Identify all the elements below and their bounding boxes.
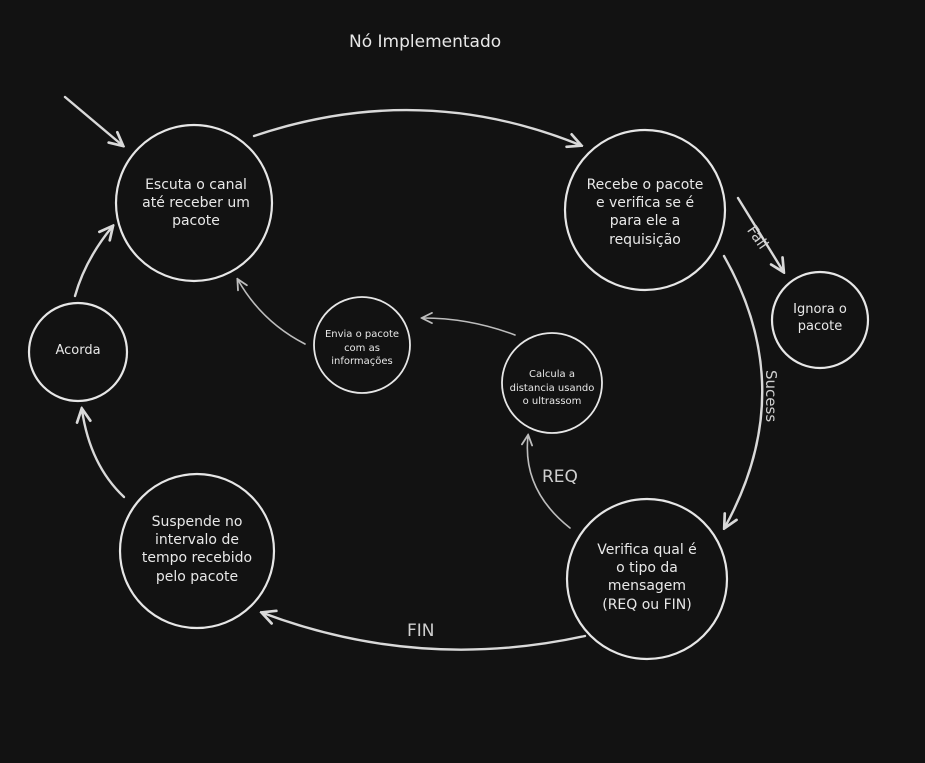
node-wake-circle [27,301,129,403]
node-ignore-circle [770,270,870,370]
edge-label-sucess: Sucess [762,370,780,423]
edge-req [527,436,571,529]
node-verify-circle [565,497,729,661]
node-verify-label: Verifica qual é o tipo da mensagem (REQ … [597,542,697,613]
node-listen-circle [114,123,274,283]
edge-calc-to-send [423,318,516,336]
node-listen-label: Escuta o canal até receber um pacote [142,177,250,230]
diagram-title: Nó Implementado [349,32,502,52]
edge-fail [736,196,783,271]
node-suspend-circle [118,472,276,630]
edge-wake-to-listen [73,227,112,298]
node-send-label: Envia o pacote com as informações [324,329,400,367]
edge-sucess [724,254,764,527]
edge-send-to-listen [238,280,306,345]
node-receive-circle [563,128,727,292]
node-wake-label: Acorda [55,343,101,358]
node-calc-circle [501,332,603,434]
node-send-circle [313,296,411,394]
node-calc-label: Calcula a distancia usando o ultrassom [509,369,595,407]
node-ignore-label: Ignora o pacote [793,302,847,334]
edge-suspend-to-wake [82,410,126,499]
node-suspend-label: Suspende no intervalo de tempo recebido … [141,514,253,585]
edge-fin [263,613,587,651]
start-arrow [63,95,122,145]
node-receive-label: Recebe o pacote e verifica se é para ele… [586,177,704,248]
edge-label-req: REQ [542,467,578,487]
edge-listen-to-receive [252,108,580,145]
edge-label-fin: FIN [407,621,435,641]
